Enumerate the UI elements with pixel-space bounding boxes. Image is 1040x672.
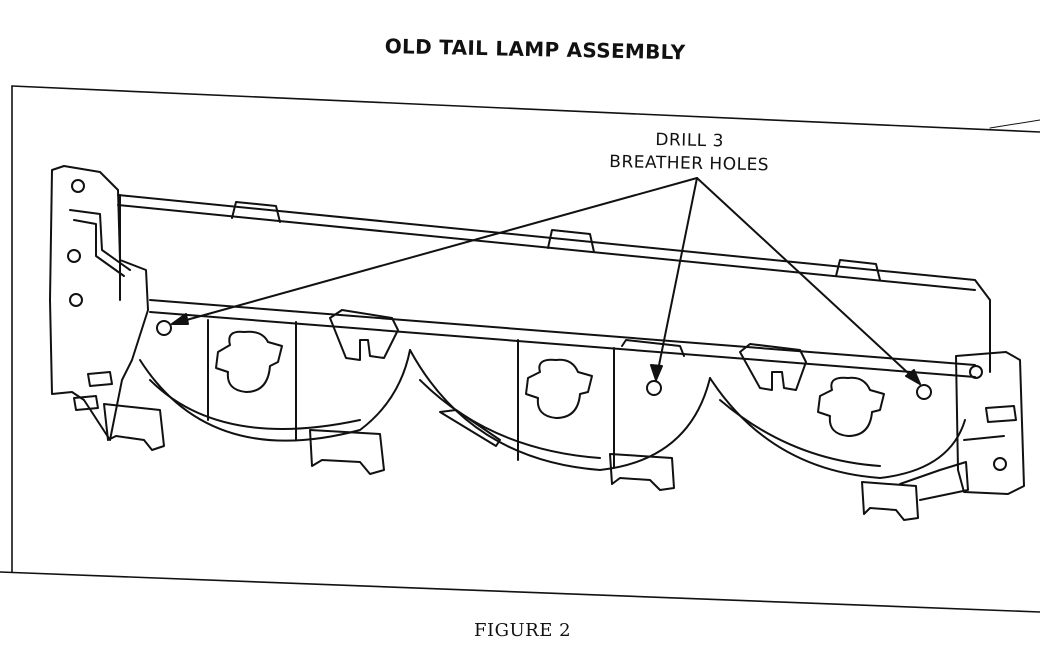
socket-center-icon <box>525 358 593 419</box>
callout-leaders <box>171 177 921 385</box>
socket-left-icon <box>215 330 283 393</box>
socket-right-icon <box>817 376 885 437</box>
left-mounting-bracket <box>49 165 149 441</box>
bracket-bolt-low <box>69 293 83 307</box>
front-rail <box>149 299 976 378</box>
breather-holes <box>156 320 932 400</box>
breather-hole-2 <box>646 380 662 396</box>
right-bolt-low <box>993 457 1007 471</box>
lower-clips <box>103 403 969 521</box>
right-bolt-top <box>969 365 983 379</box>
bulb-sockets <box>215 330 885 437</box>
rail-clips <box>329 309 807 391</box>
bracket-bolt-mid <box>67 249 81 263</box>
breather-hole-1 <box>156 320 172 336</box>
lamp-bowls <box>139 319 966 479</box>
bracket-bolt-top <box>71 179 85 193</box>
housing-top-panel <box>117 194 991 373</box>
figure-caption: FIGURE 2 <box>474 620 572 641</box>
breather-hole-3 <box>916 384 932 400</box>
figure-frame <box>0 85 1040 613</box>
right-mounting-bracket <box>955 351 1025 495</box>
